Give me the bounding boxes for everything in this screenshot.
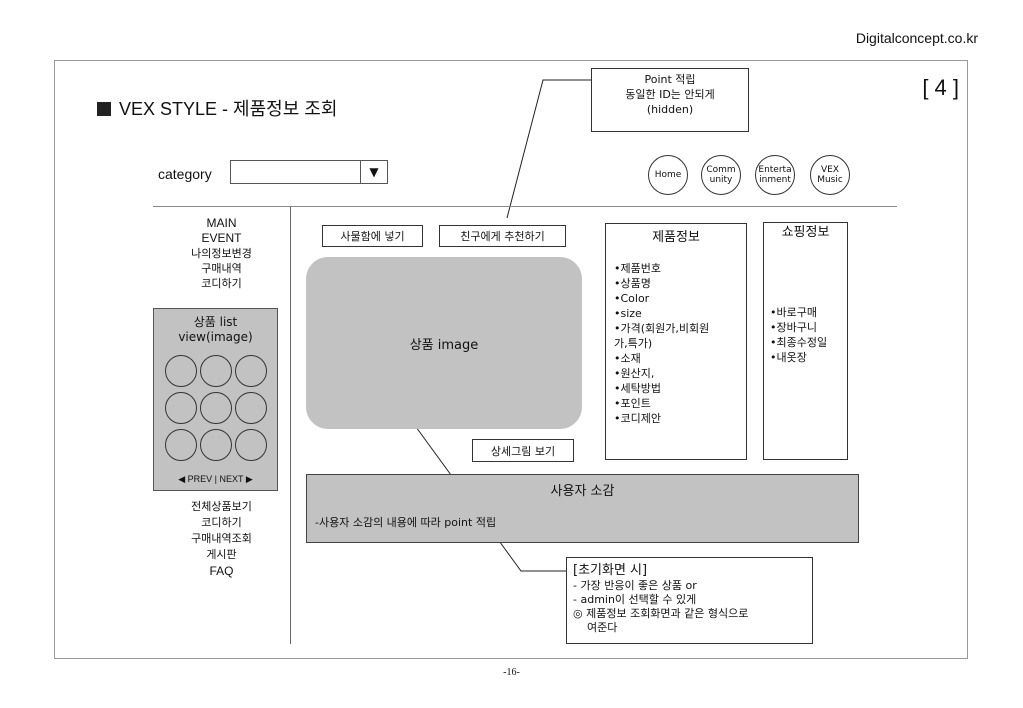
initial-screen-line: - admin이 선택할 수 있게: [573, 593, 697, 606]
product-info-item: •Color: [614, 292, 650, 305]
product-thumbnail[interactable]: [235, 355, 267, 387]
product-info-list: •제품번호 •상품명 •Color •size •가격(회원가,비회원 가,특가…: [614, 261, 738, 426]
initial-screen-line: - 가장 반응이 좋은 상품 or: [573, 579, 697, 592]
nav-purchase-history[interactable]: 구매내역: [201, 262, 242, 275]
dropdown-arrow-icon[interactable]: ▼: [360, 161, 387, 183]
shopping-info-item[interactable]: •바로구매: [770, 306, 817, 319]
nav-purchase-lookup[interactable]: 구매내역조회: [191, 532, 252, 545]
page-title: VEX STYLE - 제품정보 조회: [97, 95, 337, 121]
home-button[interactable]: Home: [648, 155, 688, 195]
page-number: [ 4 ]: [922, 75, 959, 100]
shopping-info-item[interactable]: •장바구니: [770, 321, 817, 334]
product-info-item: •제품번호: [614, 262, 661, 275]
product-info-item: •size: [614, 307, 642, 320]
product-image-placeholder: 상품 image: [306, 257, 582, 429]
nav-all-products[interactable]: 전체상품보기: [191, 500, 252, 513]
product-info-item: 가,특가): [614, 337, 653, 350]
entertainment-button[interactable]: Enterta inment: [755, 155, 795, 195]
page-title-text: VEX STYLE - 제품정보 조회: [119, 99, 338, 119]
shopping-info-item: •최종수정일: [770, 336, 828, 349]
vex-music-button[interactable]: VEX Music: [810, 155, 850, 195]
add-to-locker-button[interactable]: 사물함에 넣기: [322, 225, 423, 247]
product-thumbnail[interactable]: [200, 429, 232, 461]
product-info-item: •소재: [614, 352, 641, 365]
nav-event[interactable]: EVENT: [201, 231, 242, 245]
header-divider: [153, 206, 897, 207]
user-review-box: 사용자 소감 -사용자 소감의 내용에 따라 point 적립: [306, 474, 859, 543]
sidebar-divider: [290, 207, 291, 644]
product-thumbnail[interactable]: [165, 392, 197, 424]
initial-screen-line: 여준다: [573, 621, 618, 634]
nav-board[interactable]: 게시판: [206, 548, 237, 561]
point-annotation-line: (hidden): [646, 103, 694, 116]
point-annotation-line: 동일한 ID는 안되게: [625, 88, 715, 101]
shopping-info-item[interactable]: •내옷장: [770, 351, 807, 364]
product-info-item: •상품명: [614, 277, 651, 290]
initial-screen-note: [초기화면 시] - 가장 반응이 좋은 상품 or - admin이 선택할 …: [566, 557, 813, 644]
product-thumbnail[interactable]: [235, 392, 267, 424]
left-nav-top: MAIN EVENT 나의정보변경 구매내역 코디하기: [153, 216, 290, 291]
product-thumbnail[interactable]: [200, 355, 232, 387]
community-button[interactable]: Comm unity: [701, 155, 741, 195]
user-review-title: 사용자 소감: [550, 484, 615, 499]
view-detail-image-button[interactable]: 상세그림 보기: [472, 439, 574, 462]
shopping-info-title: 쇼핑정보: [781, 225, 830, 240]
product-info-item: •포인트: [614, 397, 651, 410]
nav-main[interactable]: MAIN: [206, 216, 237, 230]
site-name: Digitalconcept.co.kr: [855, 30, 978, 46]
square-bullet-icon: [97, 102, 111, 116]
wireframe-frame: [ 4 ] VEX STYLE - 제품정보 조회: [54, 60, 968, 659]
product-thumbnail[interactable]: [200, 392, 232, 424]
product-thumbnail[interactable]: [165, 355, 197, 387]
product-info-item: •세탁방법: [614, 382, 661, 395]
product-info-box: 제품정보 •제품번호 •상품명 •Color •size •가격(회원가,비회원…: [605, 223, 747, 460]
nav-my-info[interactable]: 나의정보변경: [191, 247, 252, 260]
pagination-separator: |: [214, 474, 217, 484]
nav-coordinate-2[interactable]: 코디하기: [201, 516, 242, 529]
point-annotation: Point 적립 동일한 ID는 안되게 (hidden): [591, 68, 749, 132]
recommend-friend-button[interactable]: 친구에게 추천하기: [439, 225, 566, 247]
pagination: ◀ PREV | NEXT ▶: [154, 474, 277, 485]
footer-page-number: -16-: [503, 667, 520, 678]
nav-faq[interactable]: FAQ: [209, 564, 234, 578]
next-button[interactable]: NEXT ▶: [219, 474, 253, 484]
nav-coordinate[interactable]: 코디하기: [201, 277, 242, 290]
product-info-item: •원산지,: [614, 367, 655, 380]
connector-point-line: [506, 79, 591, 219]
product-info-title: 제품정보: [652, 230, 700, 245]
product-thumbnail[interactable]: [235, 429, 267, 461]
product-info-item: •코디제안: [614, 412, 661, 425]
point-annotation-line: Point 적립: [644, 73, 696, 86]
product-thumbnail[interactable]: [165, 429, 197, 461]
initial-screen-line: ◎ 제품정보 조회화면과 같은 형식으로: [573, 607, 749, 620]
product-list-title-line: 상품 list: [193, 315, 238, 329]
shopping-info-box: 쇼핑정보 •바로구매 •장바구니 •최종수정일 •내옷장: [763, 222, 848, 460]
user-review-body: -사용자 소감의 내용에 따라 point 적립: [315, 516, 497, 529]
product-list-title: 상품 list view(image): [154, 315, 277, 345]
category-select[interactable]: ▼: [230, 160, 388, 184]
product-list-panel: 상품 list view(image) ◀ PREV | NEXT ▶: [153, 308, 278, 491]
initial-screen-title: [초기화면 시]: [573, 563, 648, 578]
prev-button[interactable]: ◀ PREV: [178, 474, 213, 484]
category-label: category: [158, 166, 212, 182]
shopping-info-list: •바로구매 •장바구니 •최종수정일 •내옷장: [770, 305, 841, 365]
product-info-item: •가격(회원가,비회원: [614, 322, 710, 335]
left-nav-bottom: 전체상품보기 코디하기 구매내역조회 게시판 FAQ: [153, 499, 290, 579]
product-list-title-line: view(image): [178, 330, 253, 344]
